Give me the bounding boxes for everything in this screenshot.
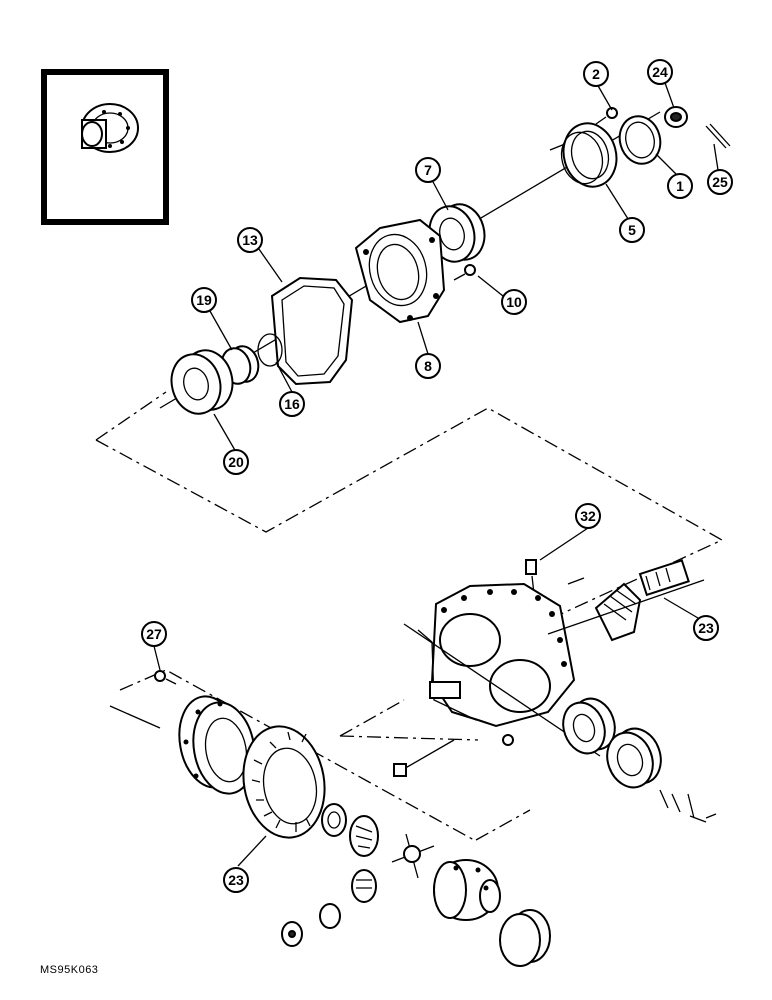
svg-text:10: 10 xyxy=(506,294,522,310)
part-7-bearing xyxy=(428,203,486,263)
svg-text:23: 23 xyxy=(698,620,714,636)
part-23-ring-gear xyxy=(242,725,326,839)
right-adjuster xyxy=(606,727,662,789)
callout-16: 16 xyxy=(279,391,305,417)
callout-13: 13 xyxy=(237,227,263,253)
svg-text:25: 25 xyxy=(712,174,728,190)
svg-text:27: 27 xyxy=(146,626,162,642)
callout-25: 25 xyxy=(707,169,733,195)
spider-cross xyxy=(391,833,435,879)
callout-24: 24 xyxy=(647,59,673,85)
callout-19: 19 xyxy=(191,287,217,313)
svg-text:13: 13 xyxy=(242,232,258,248)
svg-text:20: 20 xyxy=(228,454,244,470)
part-10-bolt xyxy=(453,264,476,281)
part-20-bearing xyxy=(170,349,234,415)
svg-text:2: 2 xyxy=(592,66,600,82)
callout-1: 1 xyxy=(667,173,693,199)
svg-text:5: 5 xyxy=(628,222,636,238)
callout-23-pinion: 23 xyxy=(693,615,719,641)
part-16-snapring xyxy=(257,333,283,367)
part-24-nut xyxy=(664,106,688,128)
callout-23-ring-gear: 23 xyxy=(223,867,249,893)
lower-assembly xyxy=(109,559,717,967)
upper-assembly xyxy=(159,106,731,415)
assembly-dash-lines xyxy=(95,391,724,621)
part-25-pin xyxy=(705,123,731,149)
lower-dash-lines xyxy=(119,669,531,841)
svg-text:24: 24 xyxy=(652,64,668,80)
callout-10: 10 xyxy=(501,289,527,315)
part-13-gasket xyxy=(270,276,354,386)
callout-32: 32 xyxy=(575,503,601,529)
callout-2: 2 xyxy=(583,61,609,87)
svg-text:32: 32 xyxy=(580,508,596,524)
right-bearing xyxy=(562,697,616,755)
svg-text:23: 23 xyxy=(228,872,244,888)
bearing-cup xyxy=(499,909,551,967)
diff-case-half xyxy=(178,695,256,795)
callout-5: 5 xyxy=(619,217,645,243)
part-23-pinion xyxy=(594,559,690,642)
callout-27: 27 xyxy=(141,621,167,647)
svg-text:1: 1 xyxy=(676,178,684,194)
differential-thumbnail-icon xyxy=(81,103,139,153)
part-32-plug xyxy=(525,559,537,575)
part-2-screw xyxy=(595,107,618,125)
locator-thumbnail xyxy=(41,69,169,225)
carrier-housing xyxy=(417,582,576,728)
svg-text:8: 8 xyxy=(424,358,432,374)
part-27-bolt xyxy=(154,670,177,685)
callout-20: 20 xyxy=(223,449,249,475)
svg-text:19: 19 xyxy=(196,292,212,308)
pinion-small xyxy=(351,869,377,903)
callout-8: 8 xyxy=(415,353,441,379)
figure-id: MS95K063 xyxy=(40,964,99,976)
side-gear xyxy=(349,815,379,857)
part-5-retainer xyxy=(560,122,618,188)
lock-tabs xyxy=(659,789,717,823)
diff-case-right xyxy=(433,859,501,921)
part-8-housing xyxy=(354,218,446,324)
callout-7: 7 xyxy=(415,157,441,183)
svg-text:7: 7 xyxy=(424,162,432,178)
long-bolt xyxy=(393,739,455,777)
part-1-seal xyxy=(618,115,662,165)
svg-text:16: 16 xyxy=(284,396,300,412)
part-19-race xyxy=(220,345,260,385)
